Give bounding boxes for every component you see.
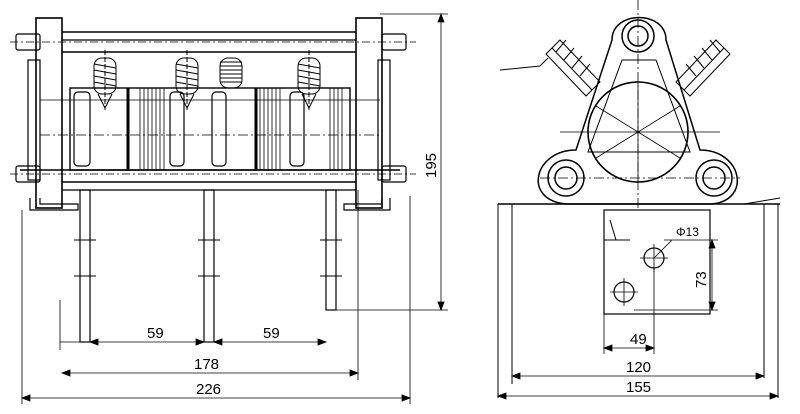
contact-arms bbox=[499, 39, 731, 97]
dim-195: 195 bbox=[423, 153, 440, 178]
spring-2 bbox=[175, 50, 199, 110]
dim-73: 73 bbox=[693, 271, 710, 288]
dim-155: 155 bbox=[626, 379, 651, 396]
spring-3 bbox=[219, 57, 243, 89]
front-dimensions bbox=[20, 12, 448, 404]
dim-178: 178 bbox=[194, 356, 219, 373]
dim-59-left: 59 bbox=[147, 325, 164, 342]
dim-59-right: 59 bbox=[263, 325, 280, 342]
center-lines bbox=[540, 0, 740, 208]
spring-1 bbox=[93, 50, 117, 110]
dim-226: 226 bbox=[196, 381, 221, 398]
spring-4 bbox=[297, 50, 321, 110]
side-view: Φ13 73 49 120 155 bbox=[496, 0, 781, 400]
springs bbox=[93, 50, 321, 110]
frame bbox=[10, 17, 416, 211]
dim-phi13: Φ13 bbox=[676, 225, 699, 239]
dim-49: 49 bbox=[630, 331, 647, 348]
central-drum bbox=[560, 81, 720, 183]
front-view: 59 59 178 226 195 bbox=[10, 12, 448, 404]
base-plate bbox=[497, 197, 781, 398]
contact-legs bbox=[74, 189, 420, 343]
dim-120: 120 bbox=[626, 359, 651, 376]
drum bbox=[69, 87, 351, 171]
side-dimensions bbox=[496, 238, 780, 400]
